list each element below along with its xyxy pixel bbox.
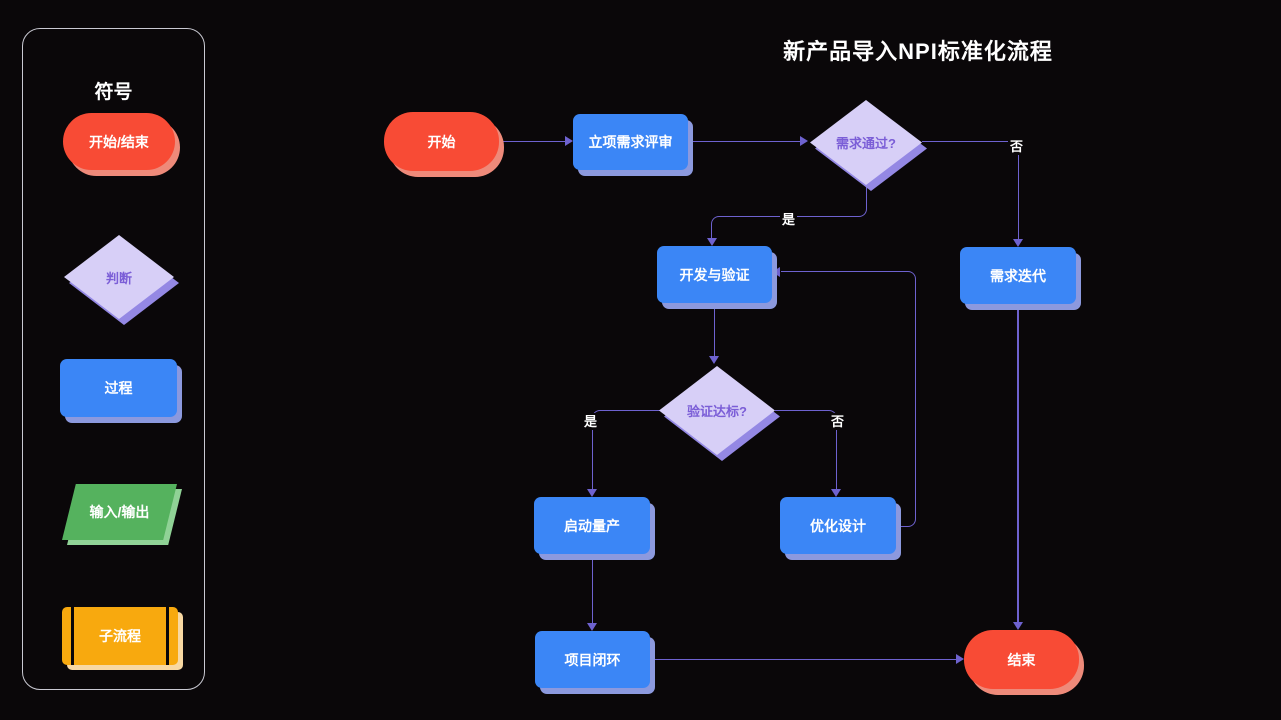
edge-dev-verify [713,303,715,356]
flow-node-verify-label: 验证达标? [687,404,747,419]
arrowhead-into-optimize [831,489,841,497]
edge-verify-optimize [775,409,837,490]
edge-review-reqpass [688,140,800,142]
flow-node-review: 立项需求评审 [573,114,688,170]
flow-node-dev: 开发与验证 [657,246,772,303]
arrowhead-into-dev-right [772,267,780,277]
flow-node-closure: 项目闭环 [535,631,650,688]
flow-node-verify: 验证达标? [659,366,780,461]
flow-node-start: 开始 [384,112,499,171]
diagram-title: 新产品导入NPI标准化流程 [783,39,1053,64]
edge-start-review [499,140,565,142]
edge-reqpass-dev-a [790,184,867,217]
legend-process-label: 过程 [104,380,133,396]
flow-node-mass-label: 启动量产 [564,517,620,534]
arrowhead-into-mass [587,489,597,497]
legend-item-io: 输入/输出 [62,484,182,545]
edge-optimize-dev [781,271,916,527]
subprocess-bar-right [166,607,169,665]
edge-mass-closure [591,554,593,623]
arrowhead-into-end-left [956,654,964,664]
flow-node-end-label: 结束 [1007,651,1036,668]
edge-label-no-verify: 否 [829,413,847,430]
edge-closure-end [650,658,956,660]
edge-label-no-reqpass: 否 [1008,138,1026,155]
legend-terminator-label: 开始/结束 [89,133,149,150]
arrowhead-into-end-top [1013,622,1023,630]
legend-item-subprocess: 子流程 [62,607,178,665]
flow-node-start-label: 开始 [427,133,456,150]
edge-reqpass-dev-b [711,215,790,240]
edge-label-yes-reqpass: 是 [780,211,798,228]
legend-item-terminator: 开始/结束 [63,113,175,170]
arrowhead-into-reqiter [1013,239,1023,247]
arrowhead-into-reqpass [800,136,808,146]
flow-node-reqpass-label: 需求通过? [836,136,896,151]
legend-title: 符号 [94,82,133,103]
legend-subprocess-label: 子流程 [99,628,141,644]
arrowhead-into-review [565,136,573,146]
io-shape [62,484,177,540]
edge-reqiter-end [1017,304,1019,622]
flow-node-reqpass: 需求通过? [810,100,927,191]
arrowhead-into-closure [587,623,597,631]
edge-reqpass-reqiter [922,140,1019,240]
flow-node-mass: 启动量产 [534,497,650,554]
flow-node-dev-label: 开发与验证 [679,266,750,283]
flow-node-optimize: 优化设计 [780,497,896,554]
legend-decision-label: 判断 [105,270,132,286]
flow-node-end: 结束 [964,630,1079,689]
subprocess-bar-left [71,607,74,665]
arrowhead-into-verify [709,356,719,364]
legend-io-label: 输入/输出 [89,504,150,520]
flow-node-optimize-label: 优化设计 [810,517,866,534]
legend-item-decision: 判断 [64,235,179,325]
edge-label-yes-verify: 是 [582,413,600,430]
flow-node-reqiter-label: 需求迭代 [990,267,1046,284]
legend-item-process: 过程 [60,359,177,417]
arrowhead-into-dev [707,238,717,246]
flow-node-closure-label: 项目闭环 [564,651,621,668]
flow-node-review-label: 立项需求评审 [588,134,673,150]
flow-node-reqiter: 需求迭代 [960,247,1076,304]
edge-verify-mass [591,409,660,490]
legend-panel: 符号 [22,28,205,690]
